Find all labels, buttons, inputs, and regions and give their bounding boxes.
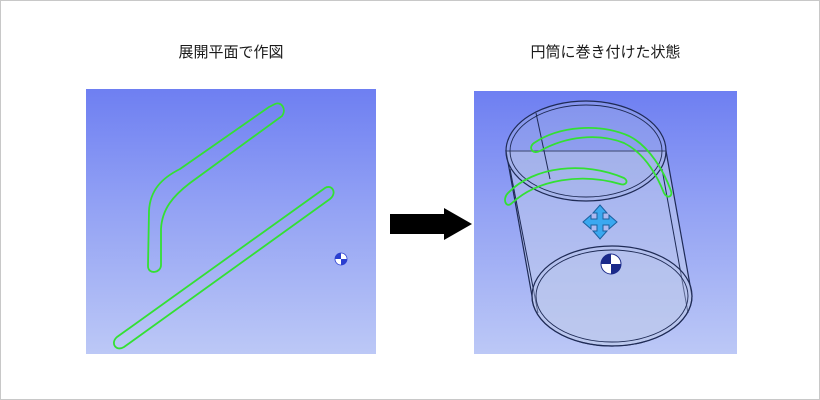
- sketch-viewport[interactable]: [86, 89, 376, 354]
- wrapped-bent-slot[interactable]: [530, 127, 673, 198]
- move-arrows-icon[interactable]: [582, 204, 618, 240]
- straight-slot-profile[interactable]: [113, 186, 335, 350]
- cylinder-top-rim: [505, 100, 667, 202]
- cylinder-bottom-rim: [531, 245, 693, 347]
- cylinder-seam: [535, 112, 551, 180]
- caption-flat-sketch: 展開平面で作図: [178, 43, 284, 61]
- cylinder-viewport[interactable]: [474, 91, 737, 354]
- cylinder-edge-left: [509, 168, 539, 314]
- coordinate-origin-icon: [334, 252, 348, 266]
- coordinate-origin-icon: [600, 253, 622, 275]
- wrapped-straight-slot[interactable]: [504, 167, 628, 206]
- bent-slot-profile[interactable]: [147, 102, 285, 273]
- caption-wrapped-cylinder: 円筒に巻き付けた状態: [530, 43, 681, 61]
- cylinder-edge-right: [661, 168, 689, 314]
- cylinder-canvas: [504, 100, 693, 347]
- right-arrow-icon: [390, 208, 472, 240]
- sketch-canvas: [113, 102, 348, 350]
